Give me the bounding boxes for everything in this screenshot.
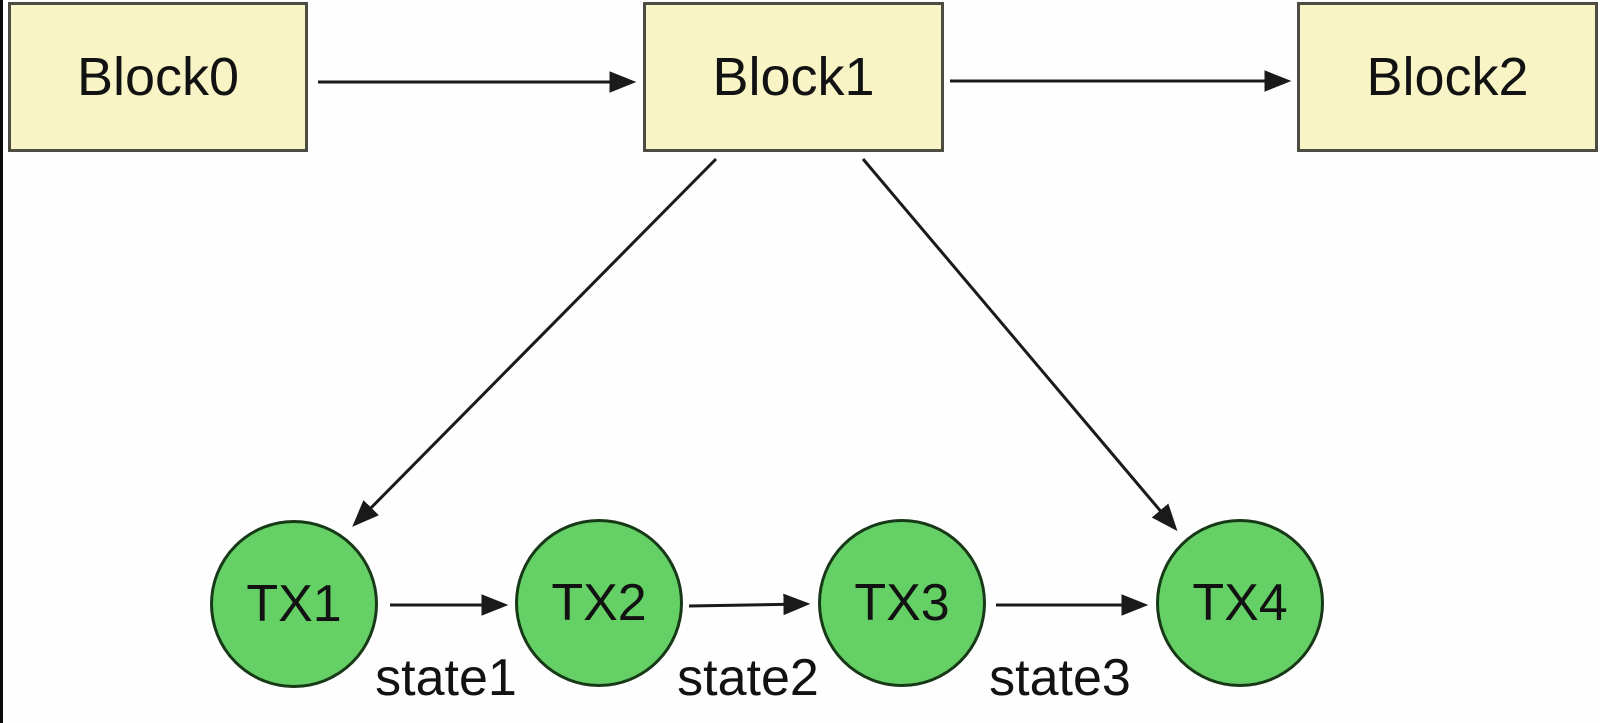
- node-tx2: TX2: [515, 519, 683, 687]
- node-block0-label: Block0: [76, 47, 240, 107]
- node-tx3: TX3: [818, 519, 986, 687]
- state3-label: state3: [989, 649, 1131, 707]
- node-tx4-label: TX4: [1192, 574, 1288, 632]
- state2-label: state2: [677, 649, 819, 707]
- arrow-block1-to-tx1: [352, 157, 718, 527]
- node-tx2-label: TX2: [551, 574, 647, 632]
- node-block2: Block2: [1297, 2, 1598, 152]
- arrow-block1-to-tx4: [861, 158, 1178, 532]
- node-block1: Block1: [643, 2, 944, 152]
- arrow-tx2-to-tx3: [688, 593, 811, 616]
- node-block2-label: Block2: [1366, 47, 1529, 107]
- node-tx1: TX1: [210, 520, 378, 688]
- node-tx3-label: TX3: [854, 574, 950, 632]
- state1-label: state1: [375, 649, 517, 707]
- node-tx1-label: TX1: [246, 575, 342, 633]
- node-tx4: TX4: [1156, 519, 1324, 687]
- left-edge-strip: [0, 0, 3, 723]
- node-block0: Block0: [8, 2, 308, 152]
- node-block1-label: Block1: [712, 47, 875, 107]
